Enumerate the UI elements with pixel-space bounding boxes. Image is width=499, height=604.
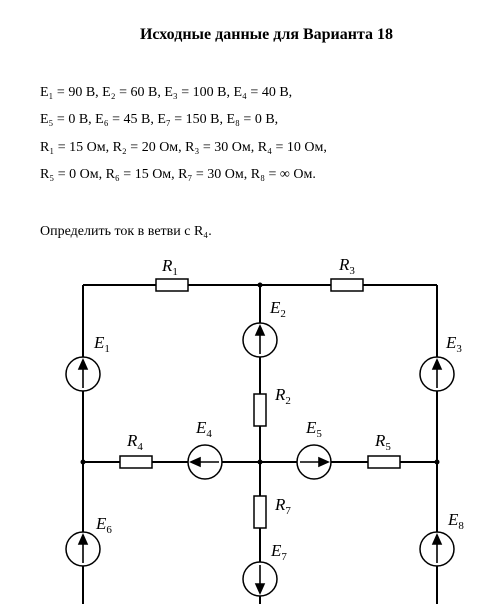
data-line-emf-1: E₁ = 90 В, E₂ = 60 В, E₃ = 100 В, E₄ = 4… <box>40 85 293 100</box>
label-e6: E6 <box>95 514 112 536</box>
arrow-up-icon <box>254 324 266 336</box>
label-e5: E5 <box>305 418 322 440</box>
label-e8: E8 <box>447 510 464 532</box>
resistor-r2 <box>253 393 267 427</box>
arrow-up-icon <box>431 533 443 545</box>
data-line-resistance-1: R₁ = 15 Ом, R₂ = 20 Ом, R₃ = 30 Ом, R₄ =… <box>40 140 327 155</box>
label-r7: R7 <box>274 495 291 517</box>
junction-dot <box>434 459 440 465</box>
arrow-right-icon <box>318 456 330 468</box>
arrow-up-icon <box>77 358 89 370</box>
arrow-up-icon <box>77 533 89 545</box>
resistor-r5 <box>367 455 401 469</box>
label-e7: E7 <box>270 541 287 563</box>
label-e2: E2 <box>269 298 286 320</box>
resistor-r4 <box>119 455 153 469</box>
arrow-left-icon <box>189 456 201 468</box>
label-r2: R2 <box>274 385 291 407</box>
data-line-emf-2: E₅ = 0 В, E₆ = 45 В, E₇ = 150 В, E₈ = 0 … <box>40 112 279 127</box>
junction-dot <box>257 282 263 288</box>
label-r4: R4 <box>126 431 143 453</box>
label-r1: R1 <box>161 256 178 278</box>
label-e4: E4 <box>195 418 212 440</box>
resistor-r3 <box>330 278 364 292</box>
label-r5: R5 <box>374 431 391 453</box>
junction-dot <box>257 459 263 465</box>
resistor-r7 <box>253 495 267 529</box>
task-statement: Определить ток в ветви с R₄. <box>40 224 212 239</box>
label-e1: E1 <box>93 333 110 355</box>
label-e3: E3 <box>445 333 462 355</box>
data-line-resistance-2: R₅ = 0 Ом, R₆ = 15 Ом, R₇ = 30 Ом, R₈ = … <box>40 167 316 182</box>
arrow-down-icon <box>254 583 266 595</box>
resistor-r1 <box>155 278 189 292</box>
junction-dot <box>80 459 86 465</box>
page-title: Исходные данные для Варианта 18 <box>139 26 394 43</box>
label-r3: R3 <box>338 255 355 277</box>
arrow-up-icon <box>431 358 443 370</box>
